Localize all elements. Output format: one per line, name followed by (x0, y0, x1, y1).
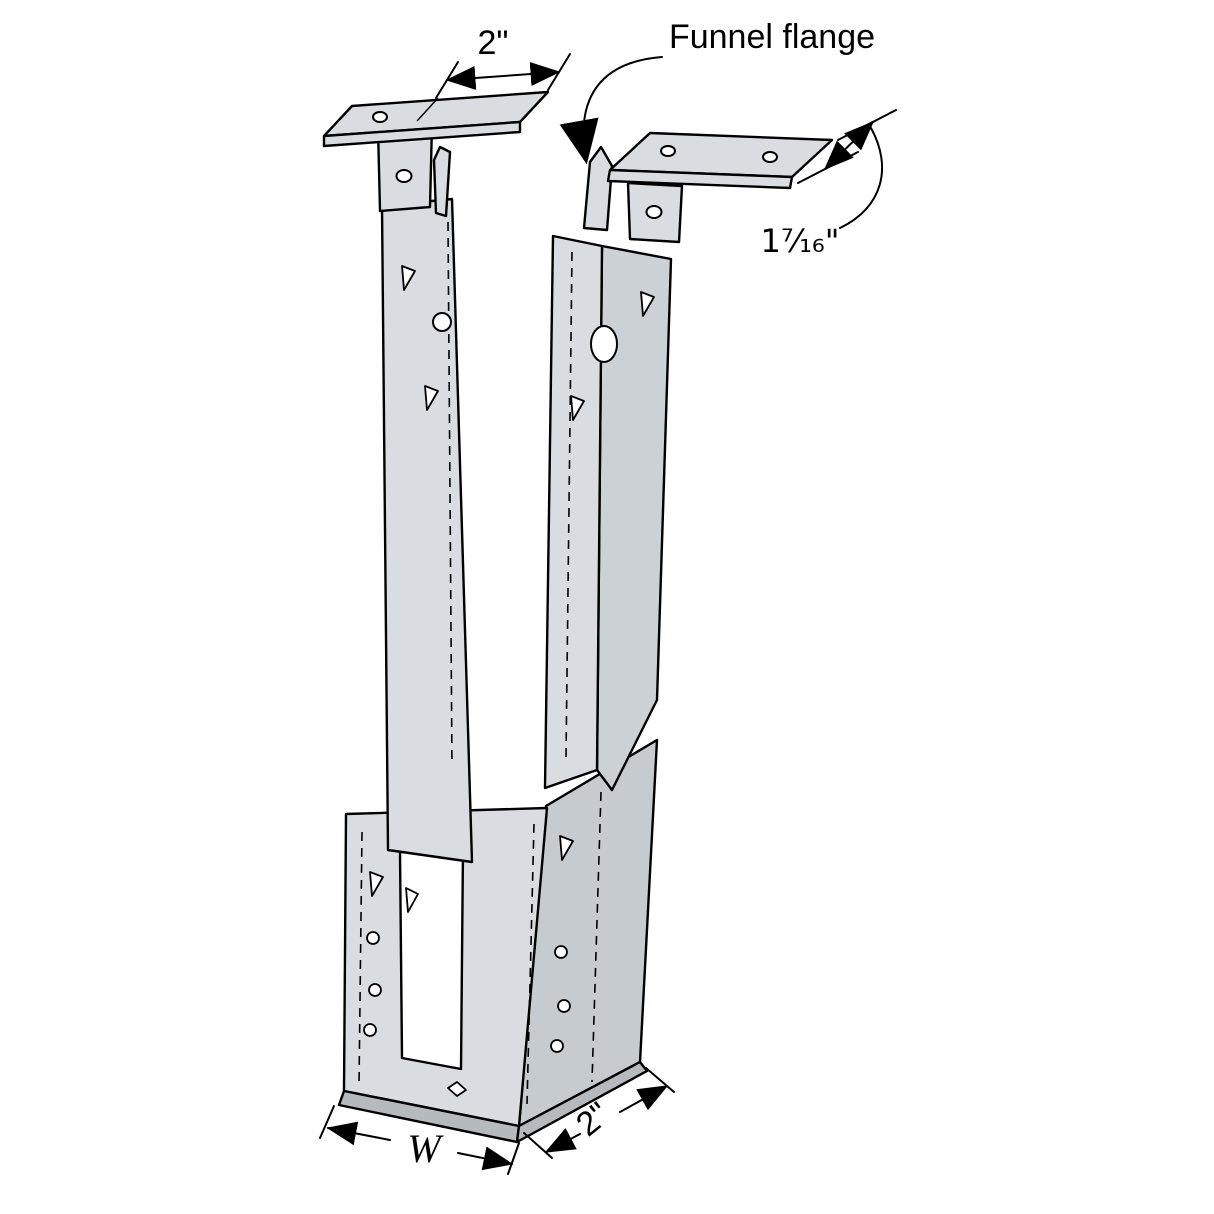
leader-line (839, 127, 884, 229)
left-funnel-tab (432, 145, 452, 218)
dimension-line (823, 120, 875, 171)
seat-emboss-diamond (447, 1081, 467, 1097)
right-strap (543, 131, 834, 792)
right-strap-bend-line (565, 251, 573, 759)
seat-bend-line-front (358, 831, 363, 1087)
extension-line (645, 1067, 675, 1093)
extension-line (319, 1105, 335, 1139)
nail-hole (368, 983, 382, 997)
hanger-body (322, 90, 834, 1144)
dimension-line (445, 62, 561, 90)
funnel-flange-tab (582, 145, 614, 232)
nail-prong (559, 835, 574, 861)
dimension-top-flange-width: 2" (435, 24, 571, 99)
leader-arrow (559, 56, 663, 165)
extension-line (837, 109, 897, 141)
extension-line (523, 1132, 553, 1159)
nail-hole (550, 1039, 564, 1053)
strap-slot-hole (590, 325, 618, 363)
callout-funnel-flange: Funnel flange (559, 18, 875, 165)
right-top-flange-edge (606, 168, 794, 190)
dimension-flange-depth: 1⁷⁄₁₆" (761, 109, 897, 260)
screw-hole (762, 151, 778, 163)
nail-hole (557, 999, 571, 1013)
nail-hole (554, 945, 568, 959)
nail-prong (570, 395, 585, 421)
top-flange-width-label: 2" (478, 24, 509, 62)
dimensions: 2" Funnel flange 1⁷⁄₁₆" W (319, 18, 897, 1175)
nail-prong (640, 291, 655, 317)
nail-prong (405, 887, 419, 913)
strap-hole (432, 312, 452, 332)
nail-prong (424, 385, 439, 411)
flange-crease (416, 97, 439, 122)
seat-side-lip (515, 1060, 649, 1144)
nail-hole (363, 1023, 377, 1037)
nail-hole (366, 931, 380, 945)
dimension-line (544, 1128, 581, 1153)
seat-stirrup (337, 738, 659, 1144)
dimension-line (326, 1121, 391, 1146)
extension-line (507, 1142, 520, 1175)
right-strap-inner-facet (543, 234, 604, 790)
flange-depth-label: 1⁷⁄₁₆" (761, 222, 840, 260)
nail-prong (401, 265, 416, 291)
funnel-flange-label: Funnel flange (669, 18, 875, 56)
dimension-line (457, 1146, 514, 1171)
screw-hole (660, 145, 676, 157)
screw-hole (645, 205, 663, 219)
dimension-line (619, 1085, 669, 1113)
screw-hole (395, 169, 413, 183)
seat-bend-line-side (591, 791, 602, 1083)
left-strap-bend-line (447, 221, 453, 767)
left-top-flange-edge (322, 120, 522, 148)
nail-prong (369, 871, 384, 897)
screw-hole (372, 111, 388, 123)
dimension-seat-width: W (319, 1105, 520, 1175)
left-strap-face (380, 197, 474, 864)
seat-width-label: W (407, 1126, 444, 1171)
left-strap (322, 90, 550, 864)
